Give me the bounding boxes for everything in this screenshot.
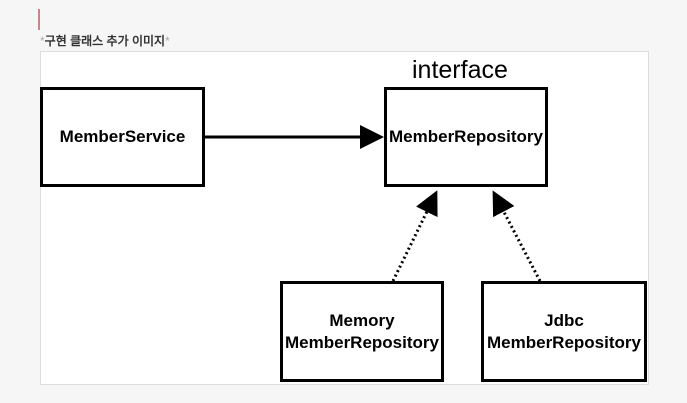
box-line: MemberRepository	[487, 332, 641, 352]
image-caption: *구현 클래스 추가 이미지*	[40, 32, 170, 49]
implements-arrow-memory	[391, 190, 438, 282]
member-repository-box: MemberRepository	[384, 87, 548, 187]
implements-arrow-jdbc	[492, 190, 542, 282]
box-line: Jdbc	[544, 310, 584, 330]
caption-text: 구현 클래스 추가 이미지	[44, 34, 166, 48]
caption-star: *	[40, 34, 45, 48]
box-line: Memory	[329, 310, 395, 330]
box-line: MemberRepository	[285, 332, 439, 352]
interface-label: interface	[412, 56, 508, 84]
caption-star: *	[165, 34, 170, 48]
member-service-box: MemberService	[40, 87, 205, 187]
text-cursor-caret	[38, 9, 40, 30]
